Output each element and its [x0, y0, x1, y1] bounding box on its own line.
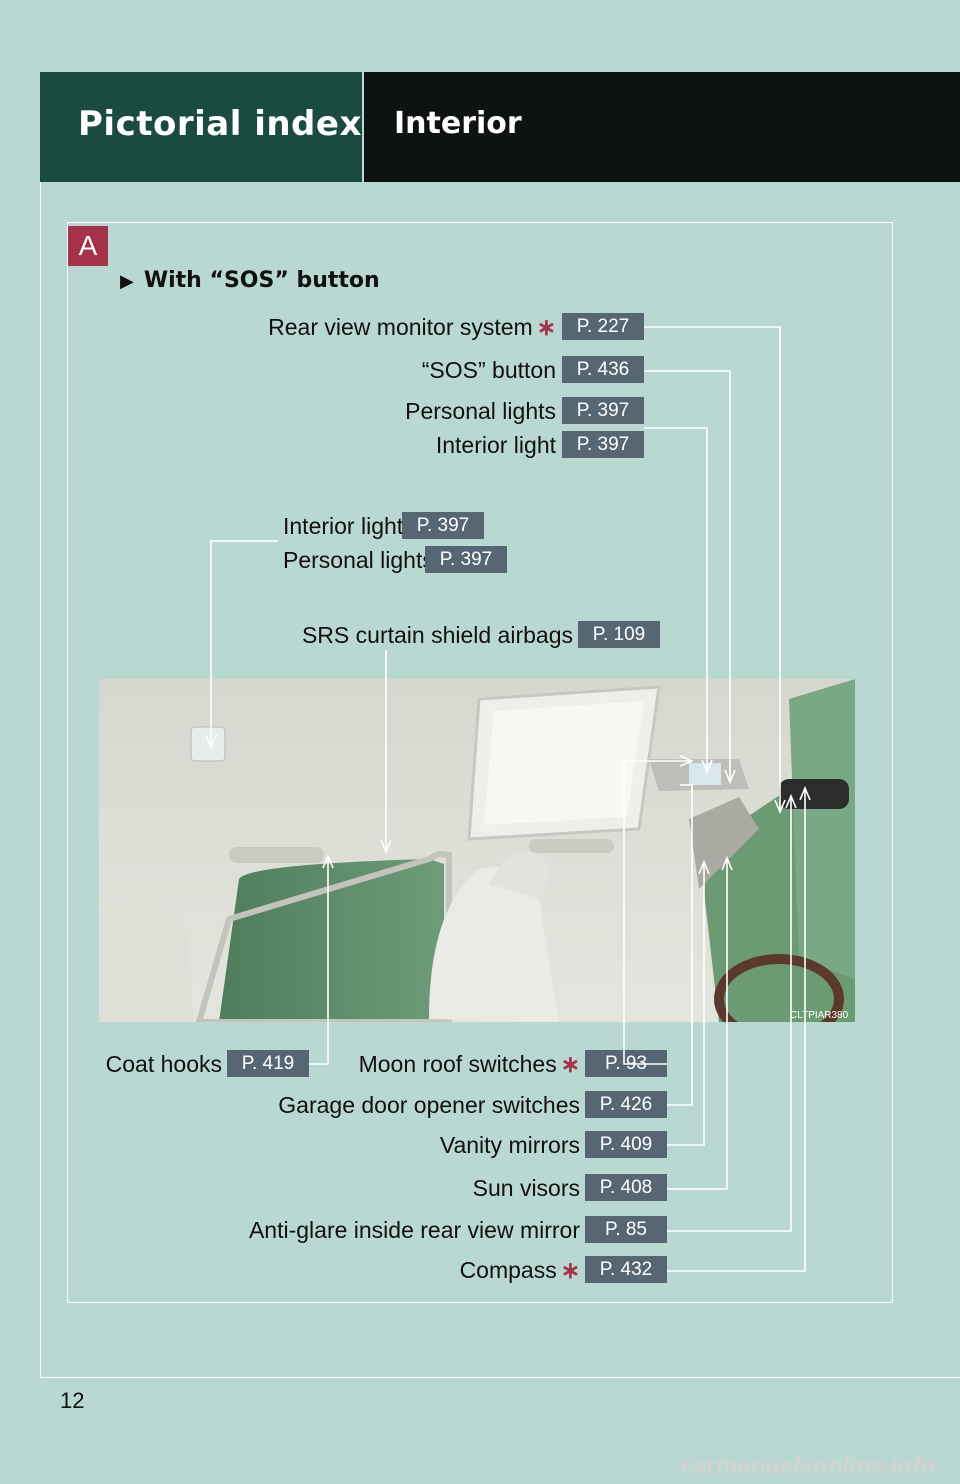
section-badge: A — [68, 226, 108, 266]
callout-srs-airbags: SRS curtain shield airbags — [302, 621, 573, 649]
page-frame — [40, 182, 960, 1378]
page-ref-link[interactable]: P. 409 — [585, 1131, 667, 1158]
page-ref-link[interactable]: P. 85 — [585, 1216, 667, 1243]
callout-label: Personal lights — [405, 398, 556, 424]
variant-heading: ▶ With “SOS” button — [120, 268, 380, 293]
callout-label: Moon roof switches — [358, 1051, 557, 1077]
section-title: Pictorial index — [78, 104, 362, 144]
callout-compass: Compass∗ — [460, 1256, 580, 1284]
site-watermark: carmanualsonline.info — [680, 1452, 935, 1479]
callout-personal-lights-front: Personal lights — [405, 397, 556, 425]
callout-coat-hooks: Coat hooks — [106, 1050, 222, 1078]
callout-moon-roof-switches: Moon roof switches∗ — [359, 1050, 580, 1078]
callout-interior-light-rear: Interior light — [283, 512, 403, 540]
interior-illustration — [99, 679, 855, 1022]
page-ref-link[interactable]: P. 436 — [562, 356, 644, 383]
subsection-header: Interior — [364, 72, 960, 182]
callout-label: Garage door opener switches — [278, 1092, 580, 1118]
page-ref-link[interactable]: P. 408 — [585, 1174, 667, 1201]
page-ref-link[interactable]: P. 227 — [562, 313, 644, 340]
triangle-icon: ▶ — [120, 271, 134, 292]
callout-label: Anti-glare inside rear view mirror — [248, 1217, 580, 1243]
callout-label: Rear view monitor system — [268, 314, 533, 340]
page-ref-link[interactable]: P. 432 — [585, 1256, 667, 1283]
page-ref-link[interactable]: P. 93 — [585, 1050, 667, 1077]
callout-label: Personal lights — [283, 547, 434, 573]
callout-label: Interior light — [435, 432, 556, 458]
page-ref-link[interactable]: P. 426 — [585, 1091, 667, 1118]
callout-label: Sun visors — [472, 1175, 580, 1201]
callout-sos-button: “SOS” button — [422, 356, 556, 384]
callout-anti-glare-mirror: Anti-glare inside rear view mirror — [249, 1216, 580, 1244]
callout-rear-view-monitor: Rear view monitor system∗ — [268, 313, 556, 341]
callout-label: SRS curtain shield airbags — [301, 622, 573, 648]
callout-interior-light-front: Interior light — [436, 431, 556, 459]
variant-label: With “SOS” button — [143, 268, 380, 293]
callout-label: Compass — [459, 1257, 557, 1283]
callout-vanity-mirrors: Vanity mirrors — [440, 1131, 580, 1159]
asterisk-mark: ∗ — [560, 1257, 580, 1283]
asterisk-mark: ∗ — [560, 1051, 580, 1077]
callout-label: Coat hooks — [105, 1051, 222, 1077]
callout-label: Interior light — [283, 513, 404, 539]
content-panel — [67, 222, 893, 1303]
page-ref-link[interactable]: P. 397 — [562, 397, 644, 424]
section-header: Pictorial index — [40, 72, 362, 182]
interior-photo — [99, 679, 855, 1022]
asterisk-mark: ∗ — [536, 314, 556, 340]
page-ref-link[interactable]: P. 397 — [425, 546, 507, 573]
page-number: 12 — [60, 1388, 85, 1413]
photo-code: CLTPIAR380 — [790, 1010, 849, 1021]
page-ref-link[interactable]: P. 397 — [402, 512, 484, 539]
callout-label: “SOS” button — [421, 357, 556, 383]
callout-label: Vanity mirrors — [439, 1132, 580, 1158]
page-ref-link[interactable]: P. 419 — [227, 1050, 309, 1077]
page-ref-link[interactable]: P. 109 — [578, 621, 660, 648]
page-ref-link[interactable]: P. 397 — [562, 431, 644, 458]
callout-personal-lights-rear: Personal lights — [283, 546, 434, 574]
callout-sun-visors: Sun visors — [473, 1174, 580, 1202]
subsection-title: Interior — [394, 106, 522, 141]
callout-garage-door-switches: Garage door opener switches — [278, 1091, 580, 1119]
